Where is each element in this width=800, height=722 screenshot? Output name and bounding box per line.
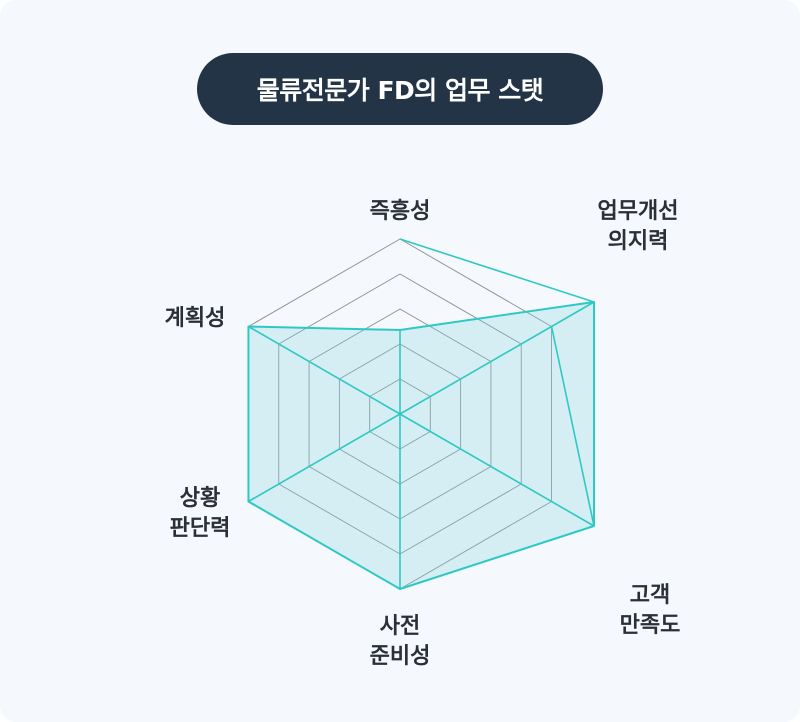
axis-label-4-line-0: 상황 xyxy=(180,486,220,511)
axis-label-0: 즉흥성 xyxy=(370,199,431,224)
axis-label-2-line-0: 고객 xyxy=(630,583,670,608)
data-spoke-5 xyxy=(248,325,401,415)
axis-label-0-line-0: 즉흥성 xyxy=(370,199,431,224)
data-edge-1 xyxy=(399,238,595,303)
axis-label-4-line-1: 판단력 xyxy=(170,516,231,541)
axis-label-5: 계획성 xyxy=(165,306,226,331)
axis-label-2-line-1: 만족도 xyxy=(620,613,681,638)
data-spoke-4 xyxy=(248,413,401,503)
chart-title: 물류전문가 FD의 업무 스탯 xyxy=(256,76,544,105)
axis-label-3-line-0: 사전 xyxy=(380,614,420,639)
axis-label-1-line-1: 의지력 xyxy=(608,229,669,254)
axis-label-5-line-0: 계획성 xyxy=(165,306,226,331)
data-polygon xyxy=(247,301,595,590)
axis-label-1-line-0: 업무개선 xyxy=(598,199,679,224)
data-spoke-2 xyxy=(399,413,595,527)
data-spoke-1 xyxy=(399,301,595,415)
data-edge-2 xyxy=(550,326,595,527)
axis-label-3-line-1: 준비성 xyxy=(370,644,431,669)
radar-data xyxy=(247,238,595,590)
chart-title-pill: 물류전문가 FD의 업무 스탯 xyxy=(197,53,603,125)
